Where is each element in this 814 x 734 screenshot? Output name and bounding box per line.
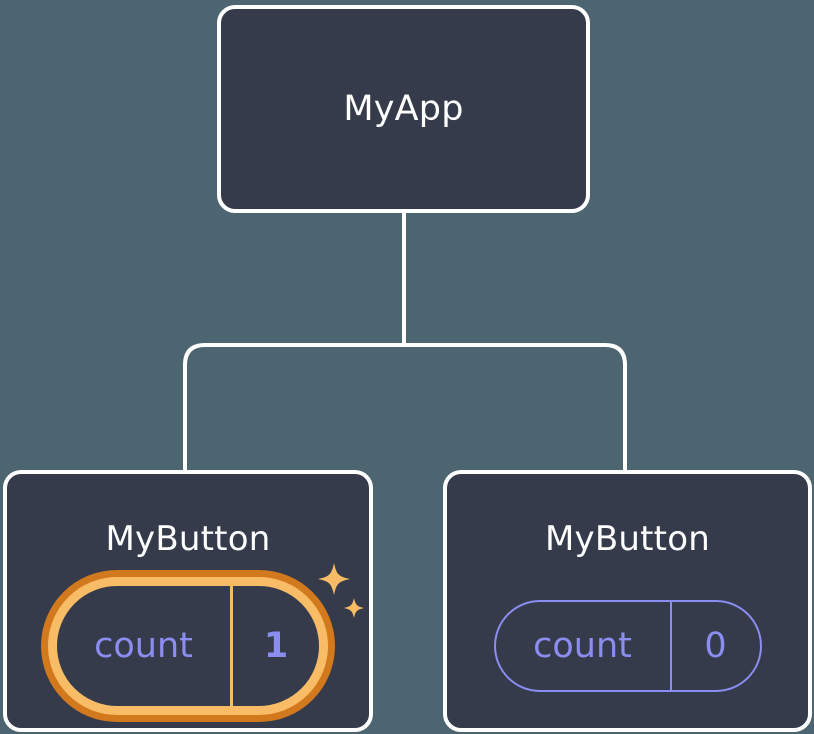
edge-branch-right [404,343,627,472]
node-title: MyButton [105,519,271,559]
node-mybutton-0[interactable]: MyButton count 1 [3,470,373,732]
state-pill-wrap: count 1 [48,563,364,715]
state-pill-highlighted[interactable]: count 1 [48,577,328,715]
node-myapp[interactable]: MyApp [217,5,590,213]
node-title: MyButton [545,519,710,559]
state-value: 0 [704,625,727,666]
edge-branch-left [183,343,404,472]
sparkle-icon [344,598,364,618]
state-pill-wrap: count 0 [493,600,762,692]
node-title: MyApp [343,88,464,129]
state-pill[interactable]: count 0 [493,600,762,692]
state-key: count [57,586,233,706]
state-value: 1 [263,625,289,666]
state-key: count [496,602,672,690]
node-mybutton-1[interactable]: MyButton count 0 [443,470,812,732]
sparkle-icon [318,563,350,595]
